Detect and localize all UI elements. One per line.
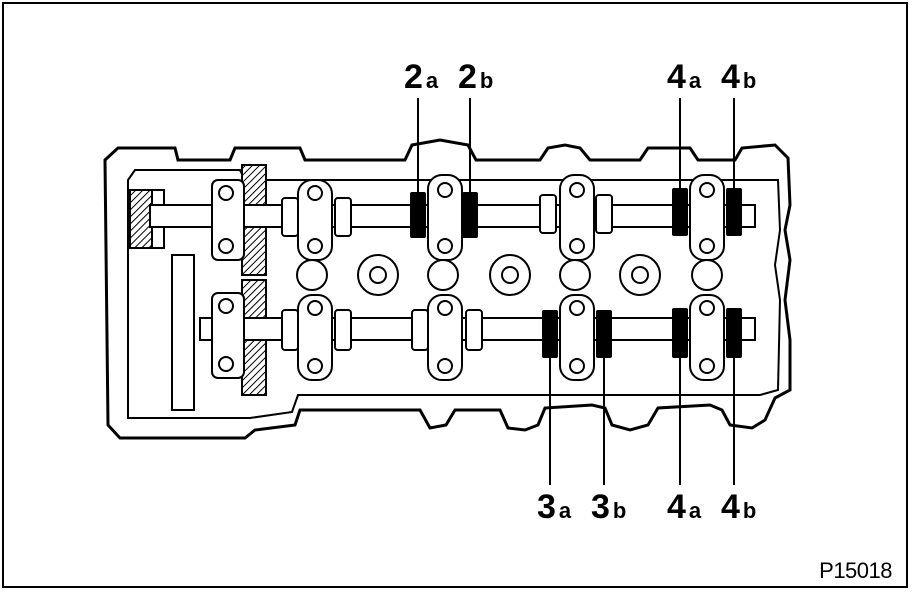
front-bearing-cap-lower — [211, 292, 245, 379]
front-bearing-cap-upper — [211, 179, 245, 261]
head-outline-outer — [103, 138, 792, 440]
leader-lines — [417, 98, 735, 485]
bearing-cap-lower — [297, 294, 725, 381]
left-plate — [171, 254, 195, 411]
highlighted-cam-lobes — [410, 188, 742, 358]
cam-lobes — [281, 194, 613, 351]
figure-id: P15018 — [819, 558, 892, 583]
figure-frame — [2, 2, 908, 588]
spark-plug-holes — [296, 254, 723, 296]
left-gear-hatched — [129, 189, 153, 249]
